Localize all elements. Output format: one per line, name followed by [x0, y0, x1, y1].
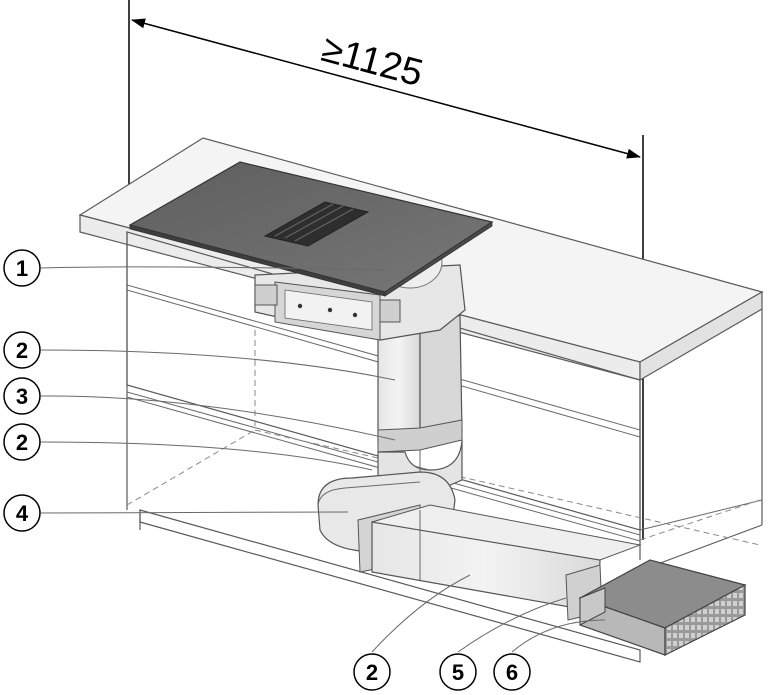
callout-number: 4	[16, 501, 29, 526]
callout-2a: 2	[3, 331, 41, 369]
callout-4: 4	[3, 494, 41, 532]
callout-number: 5	[452, 660, 464, 685]
callout-circle	[3, 331, 41, 369]
plinth-vent	[578, 559, 747, 656]
callout-number: 1	[16, 256, 28, 281]
callout-1: 1	[3, 249, 41, 287]
callout-circle	[3, 249, 41, 287]
callout-circle	[3, 423, 41, 461]
callout-6: 6	[493, 653, 531, 691]
callout-2c: 2	[353, 653, 391, 691]
callout-number: 2	[366, 660, 378, 685]
callout-number: 2	[16, 430, 28, 455]
callout-5: 5	[439, 653, 477, 691]
callout-3: 3	[3, 377, 41, 415]
callout-2b: 2	[3, 423, 41, 461]
dimension-arrow	[131, 18, 641, 159]
callout-number: 3	[16, 384, 28, 409]
leader-lines	[40, 266, 606, 653]
callout-circle	[439, 653, 477, 691]
callout-circle	[353, 653, 391, 691]
callout-number: 2	[16, 338, 28, 363]
hob-extractor	[128, 161, 494, 341]
callout-circle	[3, 377, 41, 415]
vertical-duct	[377, 314, 463, 499]
callout-circle	[493, 653, 531, 691]
callout-circle	[3, 494, 41, 532]
callout-number: 6	[506, 660, 518, 685]
